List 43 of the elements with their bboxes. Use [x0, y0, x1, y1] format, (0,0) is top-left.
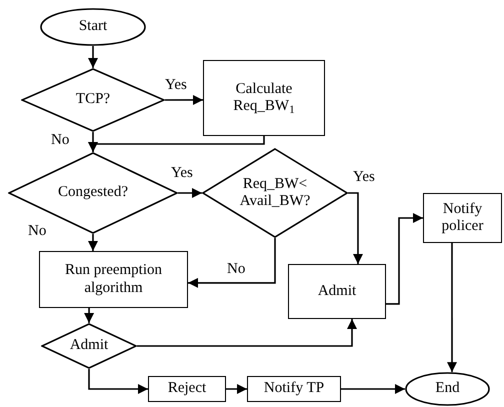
process-box — [247, 376, 341, 402]
node-text: Calculate Req_BW$_{1}$ — [232, 80, 296, 116]
process-box — [203, 60, 325, 136]
node-text: Run preemption algorithm — [64, 262, 164, 297]
decision-diamond — [202, 148, 348, 238]
terminal-ellipse — [40, 8, 146, 46]
edge-label: Yes — [170, 166, 194, 181]
edge-label: No — [226, 262, 246, 277]
arrow — [88, 46, 98, 68]
node-text: Reject — [166, 380, 208, 398]
node-text: Admit — [316, 282, 358, 300]
node-text: Start — [78, 18, 108, 36]
arrow — [137, 319, 357, 347]
node-text: Notify TP — [262, 380, 326, 398]
edge-label: Yes — [352, 170, 376, 185]
node-text: Notify policer — [440, 200, 484, 236]
arrow — [341, 384, 405, 394]
edge-label: No — [27, 224, 48, 239]
process-box — [39, 251, 188, 308]
process-box — [423, 193, 502, 243]
node-text: Req_BW< Avail_BW? — [238, 176, 312, 210]
decision-diamond — [41, 323, 137, 369]
edge-label: No — [50, 133, 70, 148]
arrow — [178, 188, 202, 198]
arrow — [84, 308, 94, 323]
arrow — [386, 213, 423, 305]
process-box — [148, 376, 226, 402]
decision-diamond — [21, 68, 165, 132]
arrow — [447, 243, 457, 372]
arrow — [88, 136, 265, 152]
arrow — [226, 384, 247, 394]
edge-label: Yes — [164, 78, 188, 93]
node-text: Congested? — [58, 184, 128, 202]
node-text: End — [434, 380, 461, 398]
arrow — [88, 234, 98, 251]
arrow — [348, 192, 363, 264]
node-text: TCP? — [76, 91, 110, 109]
arrow — [188, 238, 276, 288]
node-text: Admit — [70, 337, 108, 355]
process-box — [288, 264, 386, 319]
terminal-ellipse — [405, 372, 490, 406]
arrow — [165, 94, 203, 105]
arrow — [88, 369, 148, 394]
